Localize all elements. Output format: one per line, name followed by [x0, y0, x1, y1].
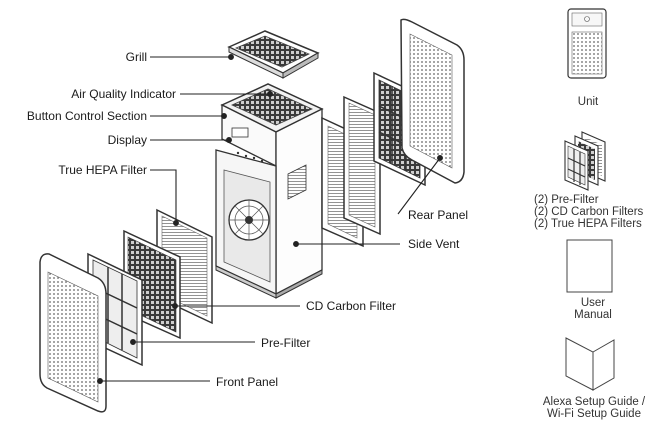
contents-manual-line-2: Manual [574, 309, 612, 321]
contents-manual-line-1: User [580, 297, 606, 309]
label-button-control-section: Button Control Section [26, 109, 147, 123]
label-air-quality-indicator: Air Quality Indicator [71, 87, 176, 101]
contents-filters-line-1: (2) Pre-Filter [534, 194, 599, 206]
rear-hepa-filter [343, 95, 381, 236]
contents-filter-set-icon [564, 131, 606, 191]
label-true-hepa-filter: True HEPA Filter [58, 163, 147, 177]
contents-setup-guide-icon [565, 337, 615, 391]
contents-guide-line-2: Wi-Fi Setup Guide [547, 408, 641, 420]
contents-label-filters: (2) Pre-Filter (2) CD Carbon Filters (2)… [534, 194, 662, 230]
contents-guide-line-1: Alexa Setup Guide / [542, 396, 646, 408]
contents-label-setup-guide: Alexa Setup Guide / Wi-Fi Setup Guide [530, 396, 658, 420]
label-pre-filter: Pre-Filter [261, 336, 311, 350]
label-rear-panel: Rear Panel [408, 208, 469, 222]
label-front-panel: Front Panel [216, 375, 279, 389]
contents-filters-line-2: (2) CD Carbon Filters [534, 206, 644, 218]
purifier-body [215, 83, 324, 299]
label-side-vent: Side Vent [408, 237, 460, 251]
contents-label-manual: User Manual [560, 297, 626, 321]
contents-filters-line-3: (2) True HEPA Filters [534, 218, 642, 230]
contents-label-unit: Unit [577, 96, 599, 108]
label-grill: Grill [125, 50, 147, 64]
grill-part [227, 30, 320, 79]
rear-panel-part [400, 18, 465, 184]
label-display: Display [107, 133, 147, 147]
leader-lines [97, 54, 443, 384]
label-cd-carbon-filter: CD Carbon Filter [306, 299, 397, 313]
contents-user-manual-icon [566, 239, 613, 293]
front-panel-part [39, 253, 107, 413]
contents-unit-icon [567, 8, 607, 79]
